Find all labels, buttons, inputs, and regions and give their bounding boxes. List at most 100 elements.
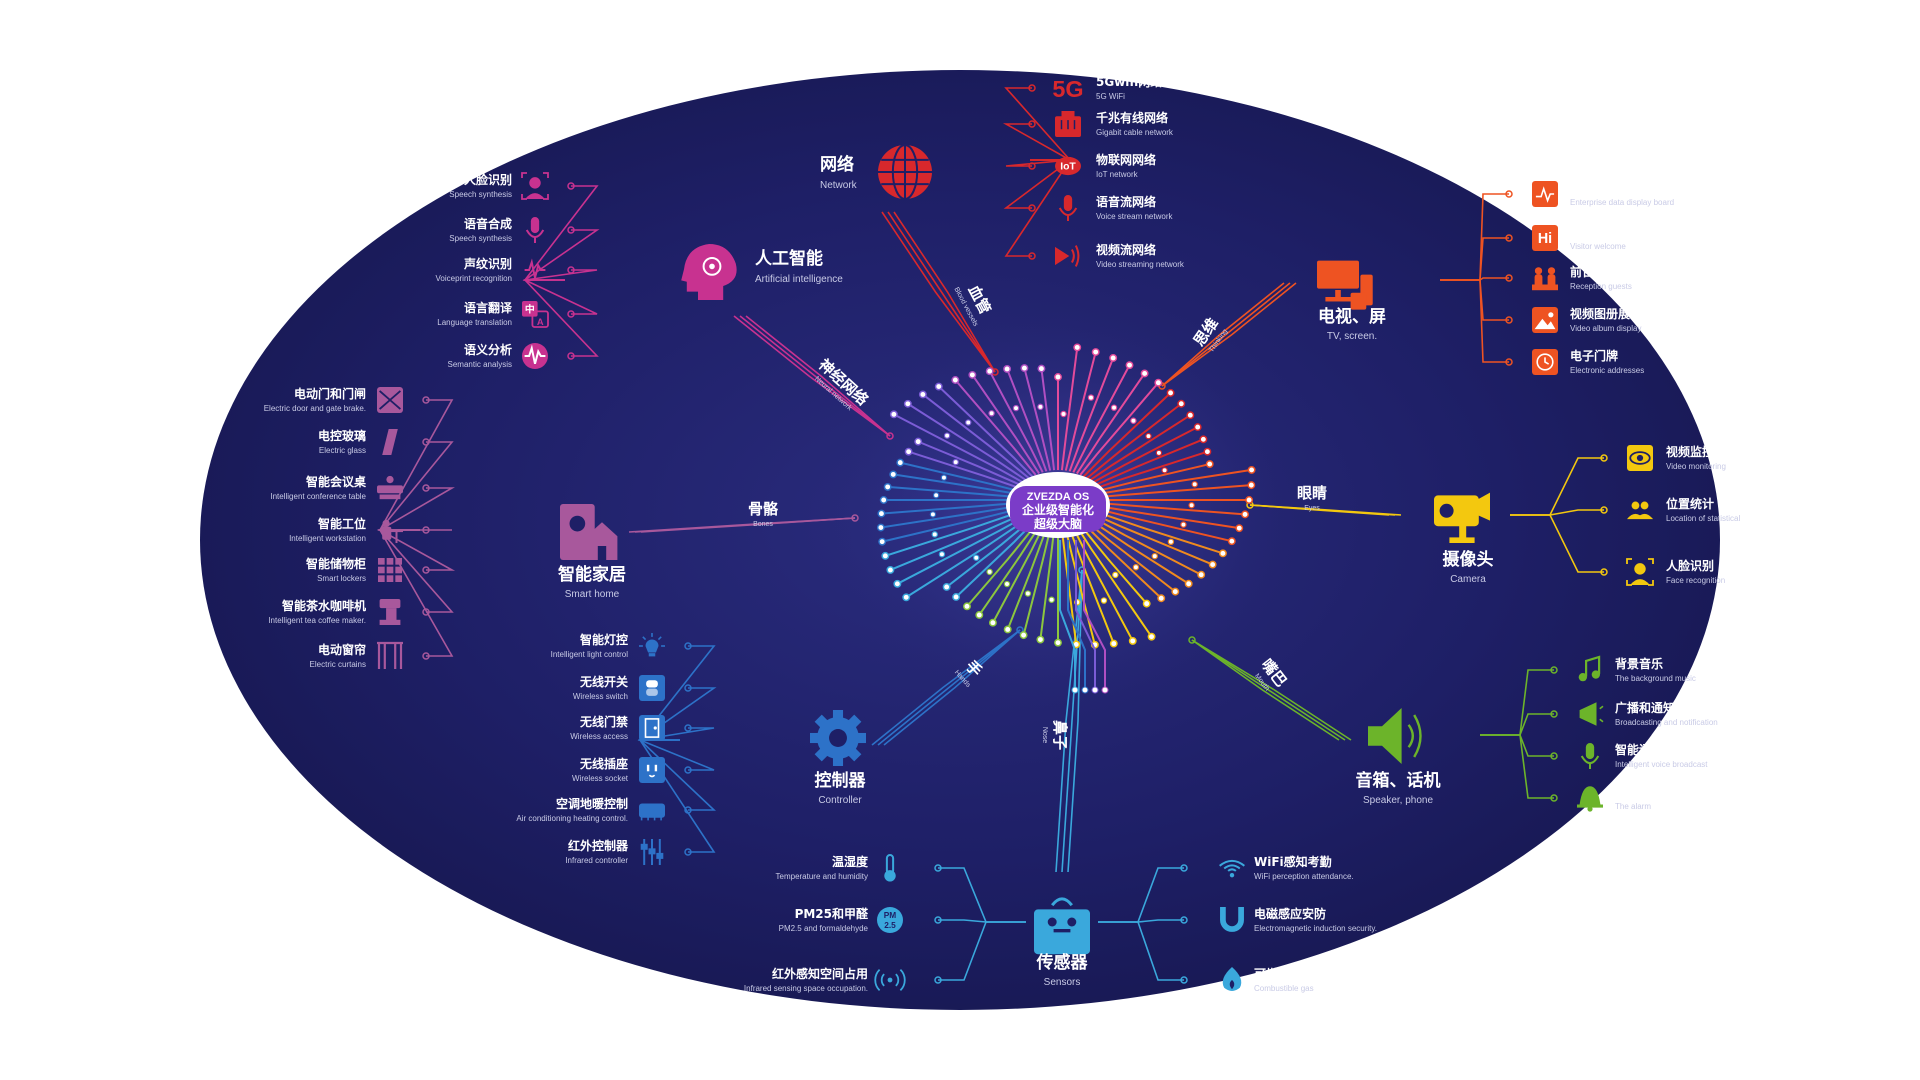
brain-circuit-node <box>951 376 960 384</box>
brain-circuit-node <box>1003 580 1011 588</box>
item-label-zh: 广播和通知 <box>1615 700 1675 715</box>
brain-circuit-node <box>1247 481 1256 490</box>
brain-link-line <box>1191 639 1346 741</box>
brain-circuit-node <box>1218 549 1227 558</box>
link-label-en: Nose <box>1041 727 1048 743</box>
item-label-zh: 语音流网络 <box>1096 194 1156 209</box>
connector-node <box>1600 454 1608 462</box>
item-label-en: The background music <box>1615 674 1696 683</box>
item-label-zh: 温湿度 <box>832 854 869 869</box>
brain-circuit-line <box>1064 351 1097 471</box>
brain-circuit-node <box>1145 432 1152 440</box>
brain-circuit-node <box>1147 632 1156 641</box>
brain-circuit-line <box>1088 414 1191 482</box>
connector-node <box>422 438 430 446</box>
center-line2: 超级大脑 <box>1033 516 1082 531</box>
brain-circuit-node <box>896 458 905 467</box>
item-label-zh: 电子门牌 <box>1570 348 1618 363</box>
brain-circuit-node <box>918 390 927 399</box>
item-label-en: Speech synthesis <box>449 234 512 243</box>
brain-circuit-node <box>1019 631 1028 640</box>
sensor-robot-icon <box>1034 897 1090 955</box>
connector-node <box>1550 666 1558 674</box>
brain-circuit-node <box>1087 394 1095 401</box>
item-label-zh: 企业数据展板 <box>1569 180 1643 195</box>
brain-circuit-node <box>1054 638 1062 647</box>
pm25-icon: PM2.5 <box>877 907 903 933</box>
brain-circuit-node <box>1241 510 1249 519</box>
brain-circuit-line <box>978 525 1040 616</box>
item-label-en: Gigabit cable network <box>1096 128 1174 137</box>
people-icon <box>1627 501 1653 520</box>
glass-icon <box>382 429 398 455</box>
face-icon <box>1626 558 1654 586</box>
brain-circuit-node <box>963 602 971 611</box>
brain-circuit-node <box>988 618 997 627</box>
hub-title-en: Smart home <box>565 589 620 600</box>
link-label-en: Eyes <box>1304 505 1320 512</box>
brain-link-line <box>871 629 1021 746</box>
brain-circuit-node <box>929 511 937 518</box>
brain-circuit-node <box>1024 590 1032 597</box>
brain-circuit-node <box>1188 502 1195 509</box>
brain-circuit-line <box>1006 368 1048 472</box>
item-controller-2: 无线门禁 Wireless access <box>570 714 665 741</box>
brain-circuit-node <box>1110 404 1118 411</box>
hub-title-en: Network <box>820 180 858 191</box>
brain-stem-node <box>1071 686 1079 694</box>
locker-icon <box>378 558 402 582</box>
svg-text:A: A <box>537 317 544 327</box>
svg-text:IoT: IoT <box>1060 162 1076 173</box>
brain-link-line <box>1161 282 1285 387</box>
connector-node <box>1028 252 1036 260</box>
brain-circuit-line <box>971 374 1040 475</box>
hub-title-zh: 控制器 <box>815 770 867 791</box>
brain-stem-node <box>1101 686 1109 694</box>
brain-circuit-line <box>1097 501 1246 516</box>
connector-node <box>422 526 430 534</box>
brain-circuit-line <box>922 393 1031 480</box>
connector-node <box>422 484 430 492</box>
brain-circuit-line <box>893 413 1026 485</box>
item-label-en: Wireless access <box>570 732 628 741</box>
brain-circuit-node <box>893 579 902 588</box>
brain-circuit-node <box>1184 579 1193 588</box>
brain-circuit-node <box>1193 423 1202 432</box>
brain-link-line <box>1161 282 1297 387</box>
brain-circuit-node <box>904 447 913 456</box>
item-label-zh: 视频图册展示 <box>1570 306 1642 321</box>
brain-circuit-node <box>1109 354 1118 362</box>
connector-node <box>567 182 575 190</box>
item-label-zh: 无线门禁 <box>579 714 628 729</box>
brain-circuit-line <box>1085 402 1182 480</box>
hub-title-en: Camera <box>1450 574 1486 585</box>
item-label-zh: 物联网网络 <box>1096 152 1156 167</box>
item-label-zh: 智能茶水咖啡机 <box>281 598 366 613</box>
brain-circuit-node <box>943 432 951 439</box>
brain-circuit-node <box>1037 364 1046 373</box>
iot-icon: IoT <box>1055 156 1081 176</box>
access-door-icon <box>639 715 665 741</box>
screens-icon <box>1317 260 1373 310</box>
item-label-zh: 声纹识别 <box>463 256 512 271</box>
brain-link-line <box>1249 504 1402 516</box>
item-label-en: Voice stream network <box>1096 212 1173 221</box>
brain-circuit-node <box>1166 388 1175 397</box>
